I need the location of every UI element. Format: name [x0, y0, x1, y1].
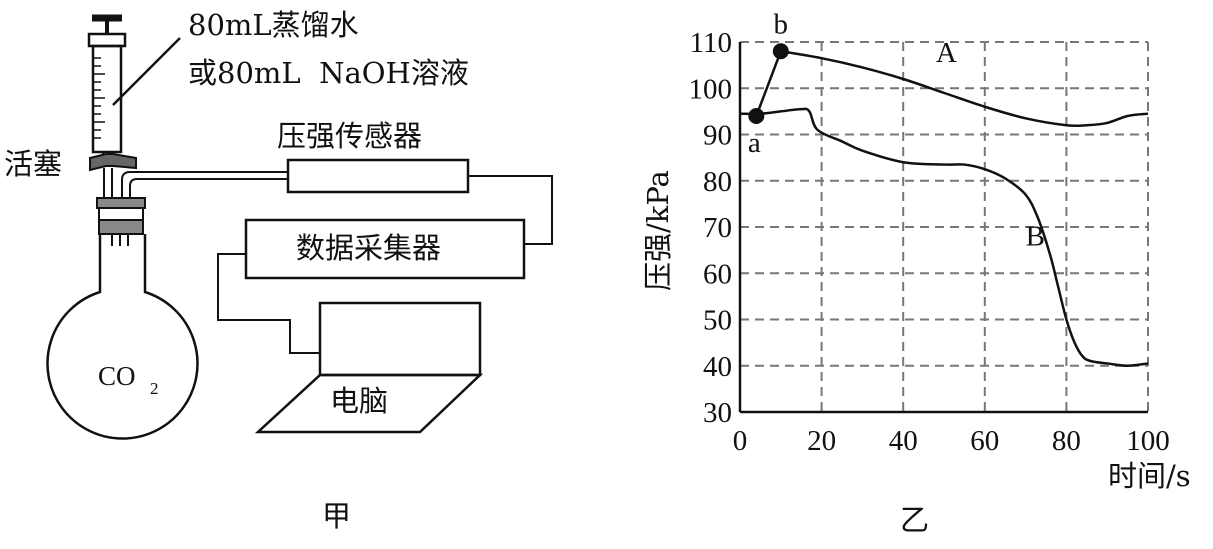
y-tick-label: 90 [703, 120, 732, 152]
flask-label-subscript: 2 [150, 379, 159, 398]
collector-wire [217, 253, 320, 354]
side-tube-inner [129, 178, 288, 202]
caption-right: 乙 [900, 503, 929, 537]
stopper-top [96, 197, 146, 209]
x-axis-label: 时间/s [1108, 459, 1191, 493]
liquid-leader-line [112, 37, 181, 106]
x-tick-label: 100 [1126, 425, 1170, 457]
y-tick-label: 30 [703, 397, 732, 429]
y-tick-label: 70 [703, 212, 732, 244]
syringe-graduations [93, 57, 105, 139]
syringe-barrel [91, 44, 123, 154]
chart-series: AB [739, 37, 1149, 368]
point-a [748, 108, 765, 124]
x-tick-label: 60 [970, 425, 999, 457]
x-tick-label: 20 [807, 425, 836, 457]
chart-grid [740, 41, 1149, 412]
x-tick-label: 0 [733, 425, 748, 457]
stopcock[interactable] [89, 153, 137, 172]
sensor-label: 压强传感器 [277, 119, 422, 153]
chart-axes [738, 42, 1148, 414]
sensor-wire [468, 175, 553, 245]
apparatus-diagram: 80mL蒸馏水 或80mL NaOH溶液 活塞 压强传感器 数据采集器 电脑 C… [4, 8, 553, 533]
y-tick-label: 50 [703, 305, 732, 337]
flask-label: CO [98, 361, 136, 391]
stopper-bottom [98, 219, 144, 235]
round-bottom-flask [46, 234, 199, 440]
point-b [772, 43, 789, 60]
pressure-sensor [286, 158, 470, 194]
chart-points: ab [748, 8, 789, 159]
collector-label: 数据采集器 [296, 231, 441, 265]
point-label-a: a [748, 127, 761, 159]
series-label-A: A [936, 37, 957, 69]
y-tick-label: 60 [703, 258, 732, 290]
side-tube-outer [121, 171, 288, 202]
y-tick-label: 100 [689, 73, 733, 105]
liquid-label-line2: 或80mL NaOH溶液 [188, 56, 469, 90]
point-label-b: b [774, 8, 789, 40]
computer-label: 电脑 [330, 384, 388, 418]
series-line-B [739, 107, 1149, 368]
stopcock-label: 活塞 [4, 147, 62, 181]
x-tick-label: 40 [889, 425, 918, 457]
chart-tick-labels: 0 20 40 60 80 100 30 40 50 60 70 80 90 100 110 [689, 27, 1170, 457]
caption-left: 甲 [322, 499, 351, 533]
syringe-flange [87, 32, 127, 48]
y-tick-label: 80 [703, 166, 732, 198]
series-label-B: B [1026, 221, 1045, 253]
computer-keyboard [254, 373, 484, 434]
stopper-band [98, 207, 144, 221]
y-tick-label: 40 [703, 351, 732, 383]
data-collector [244, 218, 526, 280]
series-line-A [755, 49, 1149, 128]
computer-monitor [318, 301, 482, 377]
liquid-label-line1: 80mL蒸馏水 [188, 8, 359, 42]
y-axis-label: 压强/kPa [641, 170, 675, 291]
x-tick-label: 80 [1052, 425, 1081, 457]
y-tick-label: 110 [690, 27, 732, 59]
